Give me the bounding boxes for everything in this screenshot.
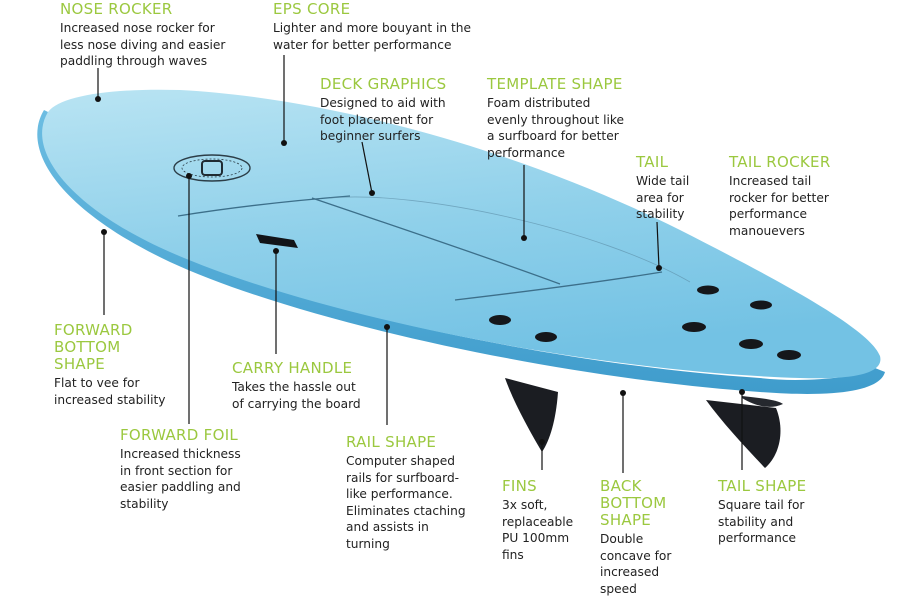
leader-dots <box>95 96 745 445</box>
fin-plugs <box>489 285 801 360</box>
callout-title: FINS <box>502 477 537 495</box>
deck-line-rear <box>454 271 663 301</box>
leader-lines <box>97 55 743 473</box>
callout-title: DECK GRAPHICS <box>320 75 447 93</box>
callout-title: FORWARD FOIL <box>120 426 239 444</box>
callout-title: NOSE ROCKER <box>60 0 173 18</box>
callout-title: RAIL SHAPE <box>346 433 437 451</box>
callout-title: TAIL <box>636 153 669 171</box>
rear-fin-side <box>742 396 783 407</box>
callout-title: TAIL SHAPE <box>718 477 807 495</box>
deck-line-center <box>329 196 691 283</box>
callout-title: TEMPLATE SHAPE <box>487 75 623 93</box>
rear-fin <box>706 400 781 468</box>
deck-line-middle <box>311 197 561 285</box>
callout-title: CARRY HANDLE <box>232 359 353 377</box>
board-deck <box>42 89 881 379</box>
callout-eps-core: EPS CORE Lighter and more bouyant in the… <box>273 1 471 53</box>
board-rail <box>37 110 885 394</box>
callout-title: TAIL ROCKER <box>729 153 831 171</box>
callout-title: EPS CORE <box>273 0 351 18</box>
carry-handle-slot <box>256 234 298 248</box>
center-fin <box>505 378 558 452</box>
logo-badge <box>173 154 251 182</box>
